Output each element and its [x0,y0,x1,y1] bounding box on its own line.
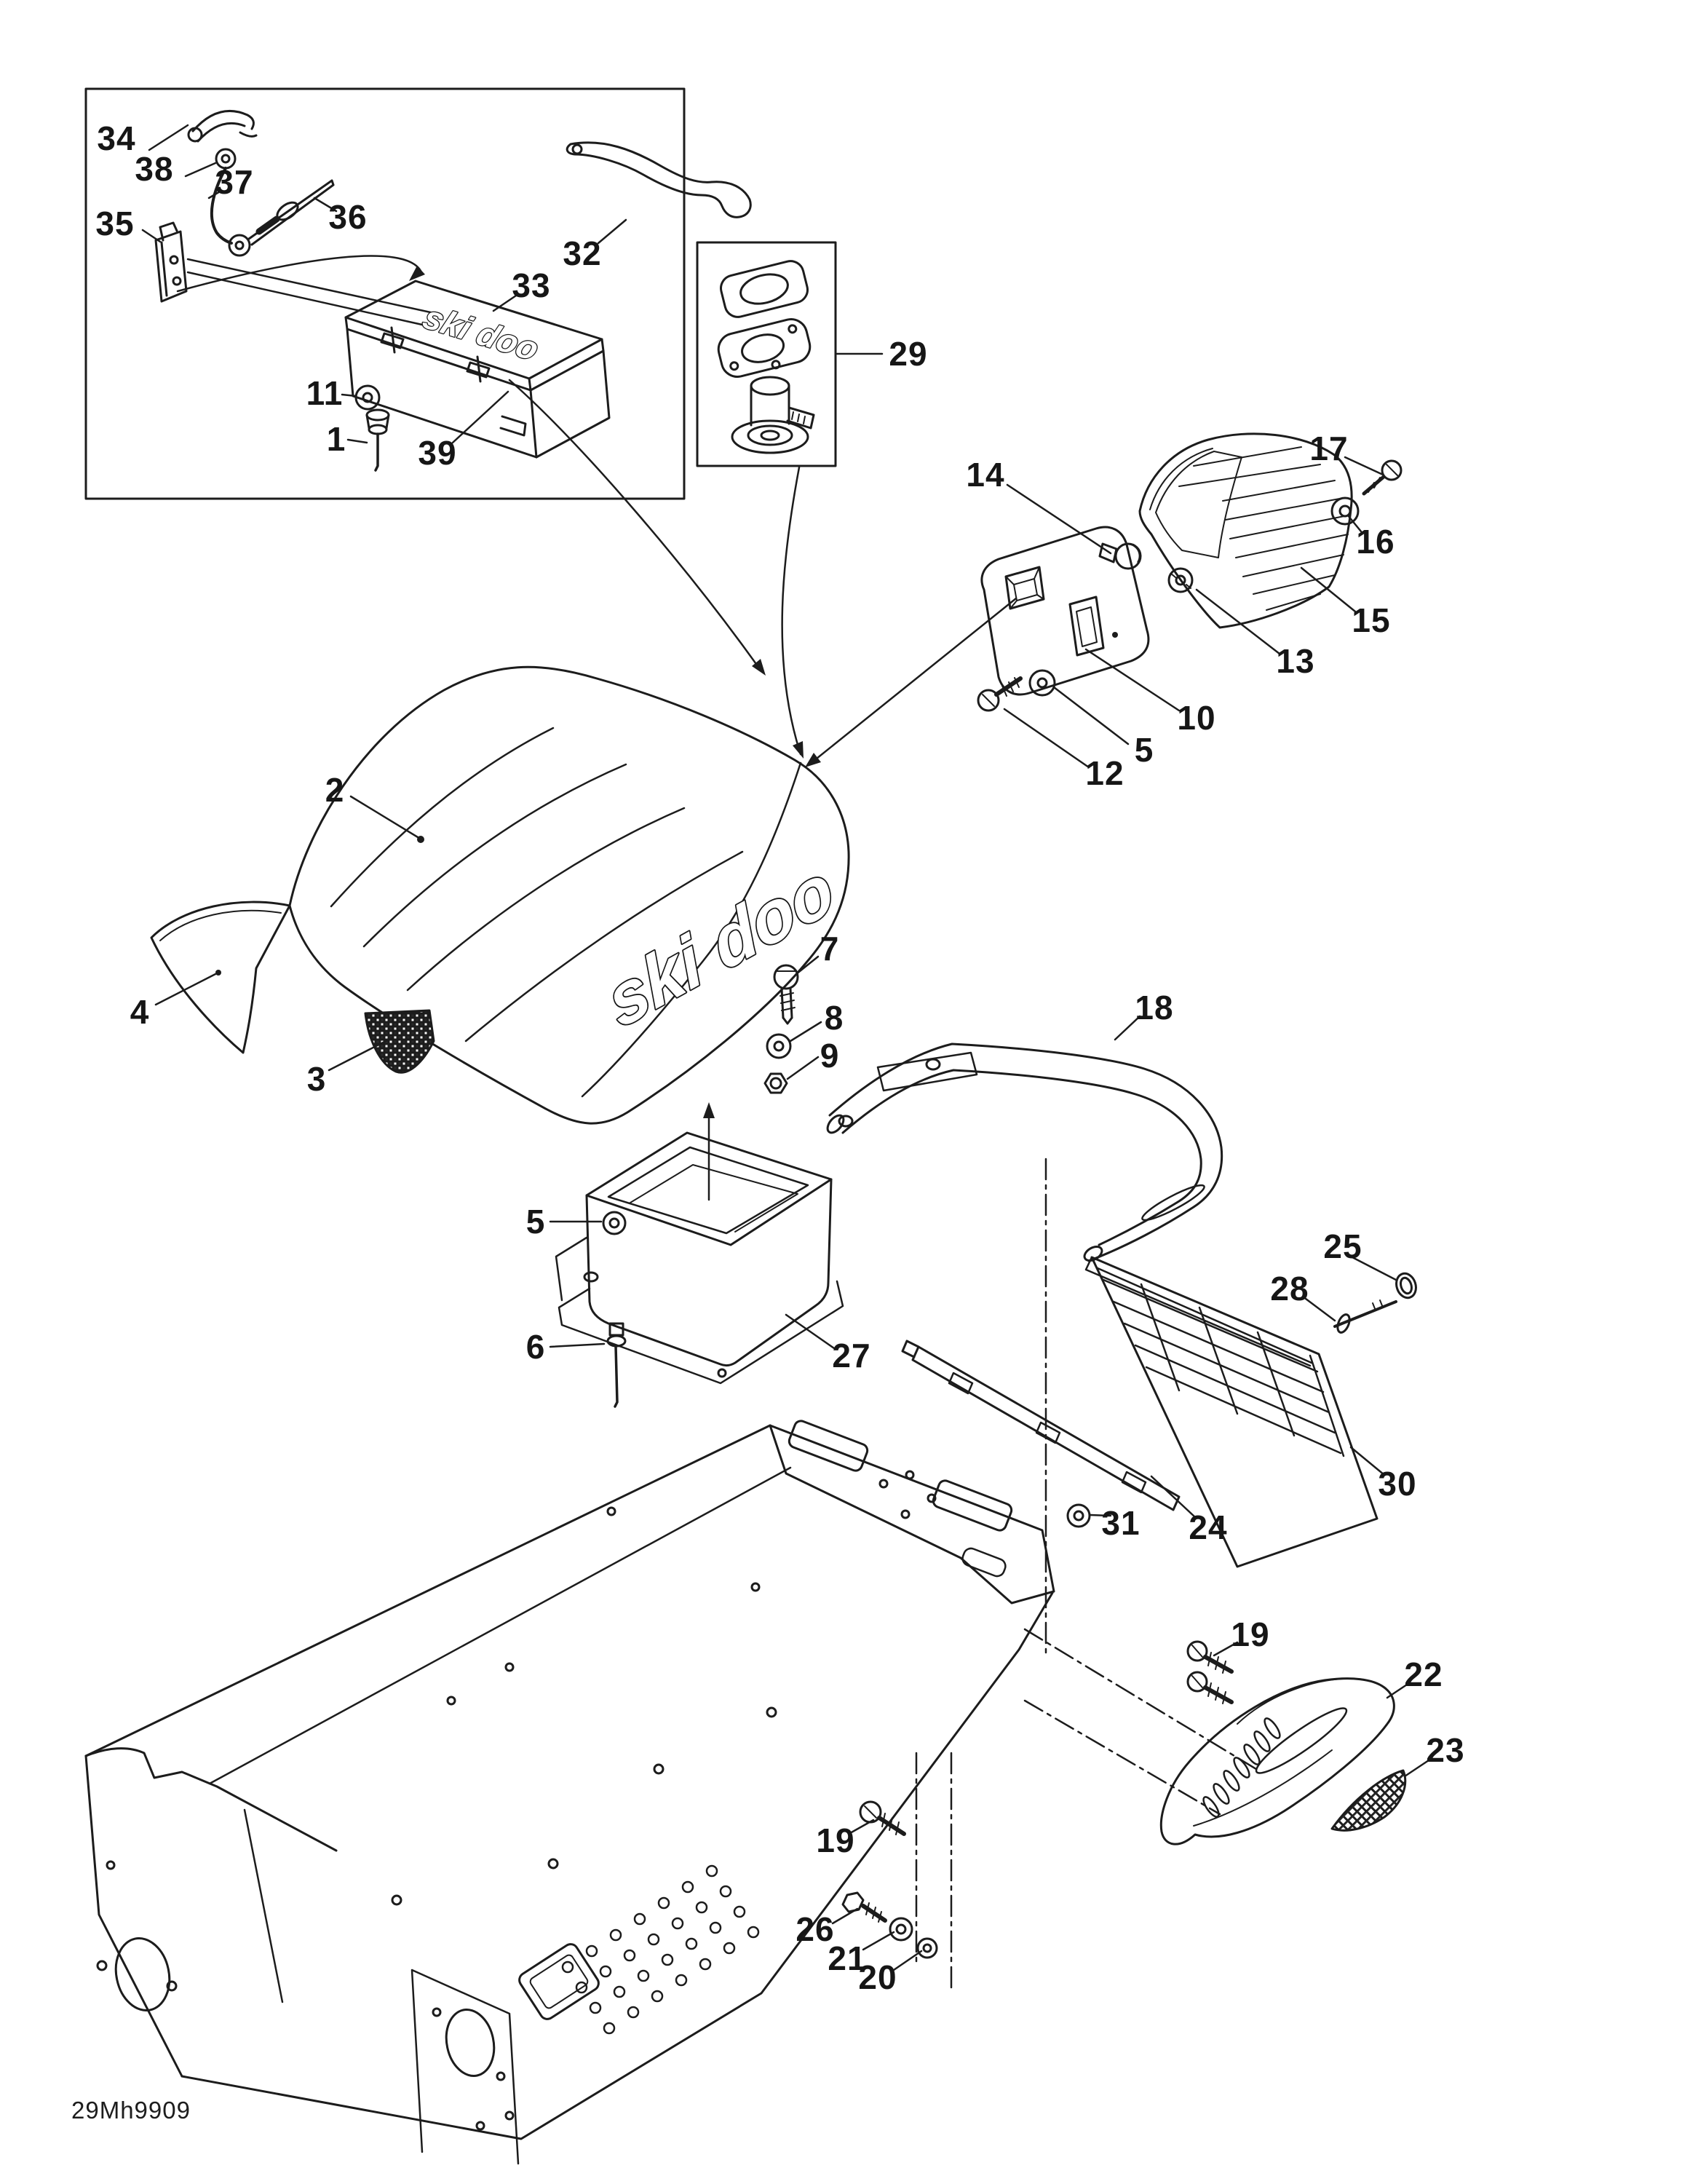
cap-ring-25 [1395,1272,1417,1299]
callout-20: 20 [858,1958,897,1996]
callout-5-bin: 5 [525,1203,546,1241]
pin-36 [247,179,335,246]
screw-17 [1362,459,1403,496]
washer-11 [354,384,381,411]
callout-7: 7 [820,930,840,968]
rivet-1 [365,408,390,472]
washer-21 [889,1917,913,1942]
washer-31 [1066,1503,1091,1528]
side-trim-22 [1159,1677,1395,1845]
screw-12 [977,676,1023,712]
callout-18: 18 [1135,989,1174,1026]
diagram-code: 29Mh9909 [71,2097,191,2124]
callout-8: 8 [824,999,844,1037]
callout-37: 37 [215,163,254,201]
tunnel-frame [84,1420,1055,2165]
callout-9: 9 [820,1037,840,1075]
callout-21: 21 [828,1939,867,1977]
callout-24: 24 [1189,1508,1228,1546]
callout-1: 1 [326,420,346,458]
bolt-26 [841,1891,887,1923]
callout-5-taillight: 5 [1134,731,1154,769]
washer-20 [916,1937,938,1959]
cable-37 [210,167,251,257]
bulb-14 [1098,542,1142,570]
callout-16: 16 [1356,523,1395,561]
screw-19-bottom [859,1800,906,1836]
storage-bin-27 [555,1131,844,1385]
grab-handle-18 [826,1042,1223,1262]
callout-22: 22 [1404,1655,1443,1693]
callout-leaders [141,124,1432,1971]
reflector-23 [1330,1769,1407,1832]
callout-36: 36 [328,198,368,236]
hinge-strip-24 [901,1340,1181,1511]
callout-33: 33 [512,266,551,304]
routing-arrow-taillight-to-seat [805,597,1017,767]
callout-19-bottom: 19 [816,1821,855,1859]
inset-box-frame [84,87,686,500]
washer-5-taillight [1028,669,1056,697]
bin-leader-arrow [703,1102,715,1201]
seat-assembly: ski doo [150,665,850,1125]
taillight-housing-10 [980,526,1150,696]
callout-12: 12 [1085,754,1124,792]
callout-15: 15 [1352,601,1391,639]
callout-23: 23 [1426,1731,1465,1769]
washer-5-bin [602,1211,627,1235]
callout-39: 39 [418,434,457,472]
callout-27: 27 [832,1337,871,1374]
strap-32 [566,141,752,218]
washer-16 [1330,496,1360,526]
callout-28: 28 [1270,1270,1309,1307]
callout-17: 17 [1309,430,1349,467]
callout-38: 38 [135,150,174,188]
callout-35: 35 [95,205,135,242]
kit-box-29 [696,241,837,467]
taillight-lens-15 [1138,432,1353,629]
callout-3: 3 [306,1060,327,1098]
seat-brand-logo: ski doo [597,847,844,1042]
screws-19-trim [1186,1640,1234,1704]
bolt-7 [773,964,799,1025]
callout-26: 26 [796,1910,835,1948]
callout-6: 6 [525,1328,546,1366]
callout-2: 2 [325,771,345,809]
nut-9 [763,1072,788,1094]
routing-arrow-to-toolbox [176,255,425,293]
callout-11: 11 [306,374,344,412]
cotter-pin-34 [187,109,258,143]
callout-10: 10 [1177,699,1216,737]
pin-28 [1333,1299,1397,1334]
callout-14: 14 [966,456,1005,494]
callout-19-trim: 19 [1231,1615,1270,1653]
callout-31: 31 [1101,1504,1140,1542]
rivet-6 [606,1322,627,1408]
grommet-13 [1167,567,1194,593]
callout-13: 13 [1276,642,1315,680]
washer-8 [766,1033,792,1059]
callout-4: 4 [130,993,150,1031]
rear-panel-30 [1084,1256,1378,1568]
centerlines [915,1158,1258,1993]
routing-arrow-kit-to-seat [781,466,804,759]
callout-29: 29 [889,335,928,373]
callout-25: 25 [1323,1227,1362,1265]
toolbox-brand-logo: ski doo [418,298,544,368]
routing-arrow-box-to-seat [508,379,766,676]
bracket-35 [154,221,435,326]
callout-32: 32 [563,234,602,272]
callout-34: 34 [97,119,136,157]
callout-30: 30 [1378,1465,1417,1503]
